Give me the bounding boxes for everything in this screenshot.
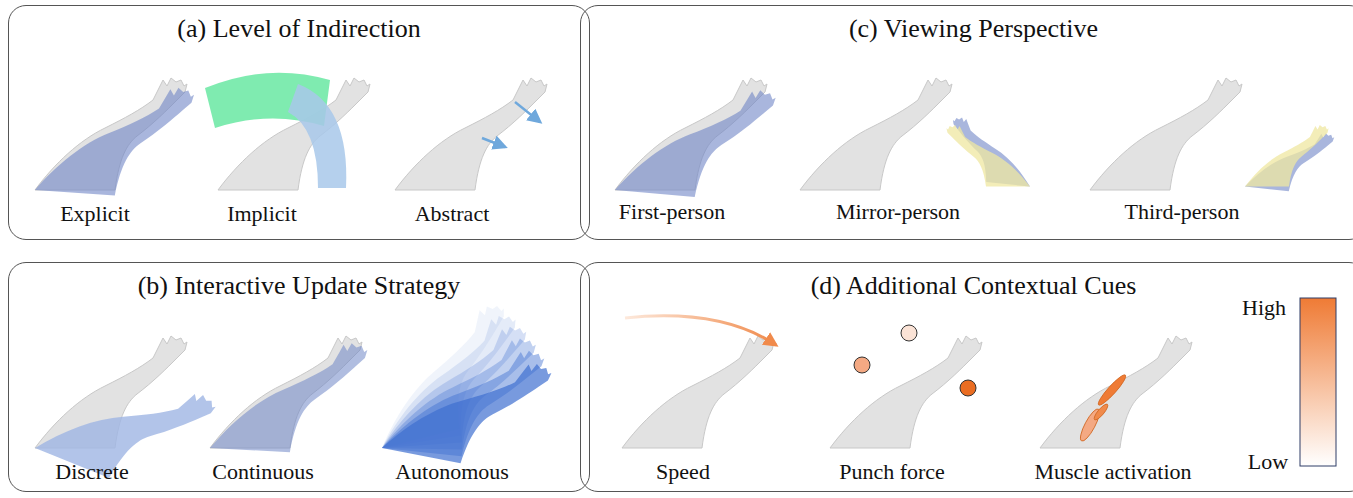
- item-label: Punch force: [839, 459, 945, 485]
- item-label: Third-person: [1125, 199, 1240, 225]
- item-label: First-person: [619, 199, 725, 225]
- item-label: Autonomous: [395, 459, 509, 485]
- item-label: Mirror-person: [836, 199, 960, 225]
- item-label: Low: [1248, 449, 1288, 475]
- color-bar: [1300, 298, 1336, 466]
- panel-title: (c) Viewing Perspective: [581, 14, 1353, 44]
- item-label: Discrete: [55, 459, 128, 485]
- item-label: Speed: [656, 459, 710, 485]
- item-label: Continuous: [212, 459, 313, 485]
- panel-box: (d) Additional Contextual Cues: [580, 262, 1353, 492]
- panel-title: (d) Additional Contextual Cues: [581, 271, 1353, 301]
- item-label: Explicit: [60, 201, 130, 227]
- item-label: Muscle activation: [1034, 459, 1191, 485]
- item-label: Abstract: [415, 201, 490, 227]
- panel-title: (b) Interactive Update Strategy: [9, 271, 589, 301]
- panel-title: (a) Level of Indirection: [9, 14, 589, 44]
- item-label: High: [1242, 295, 1286, 321]
- panel-box: (b) Interactive Update Strategy: [8, 262, 590, 492]
- item-label: Implicit: [227, 201, 297, 227]
